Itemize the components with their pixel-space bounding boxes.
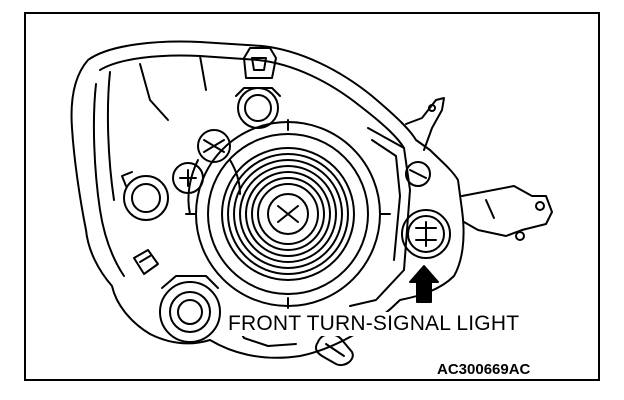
right-small-socket bbox=[405, 161, 431, 187]
right-reflector-frame bbox=[349, 127, 411, 307]
turn-signal-socket bbox=[401, 209, 451, 259]
upper-mounting-tab bbox=[243, 47, 277, 79]
figure-id-label: AC300669AC bbox=[437, 361, 531, 378]
lower-left-clip bbox=[133, 249, 159, 275]
pointer-arrow bbox=[409, 265, 439, 303]
upper-bulb-socket bbox=[235, 87, 281, 129]
right-mounting-bracket bbox=[461, 185, 553, 241]
left-round-socket bbox=[121, 171, 169, 221]
left-connector bbox=[172, 162, 204, 194]
turn-signal-callout-label: FRONT TURN-SIGNAL LIGHT bbox=[226, 312, 522, 336]
right-upper-bracket bbox=[405, 97, 445, 151]
main-beam-socket bbox=[185, 119, 391, 309]
lower-adjuster-socket bbox=[159, 275, 221, 343]
